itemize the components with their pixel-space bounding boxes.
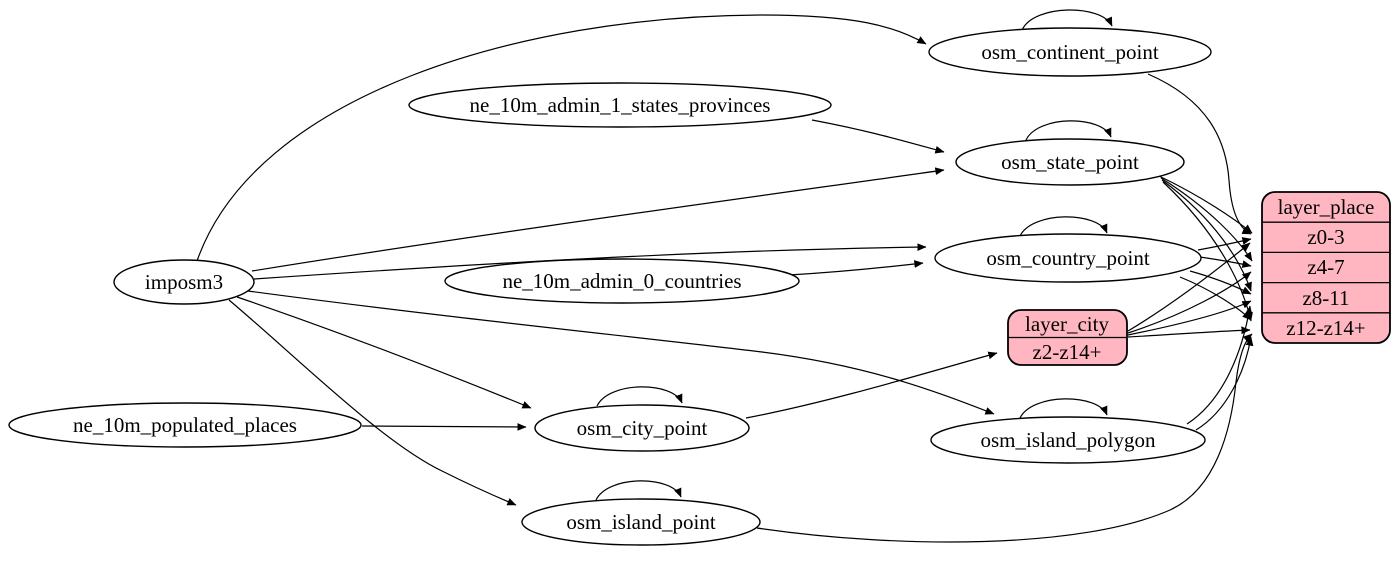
layer-place-box (1261, 191, 1391, 344)
edge-imposm3-osm_state_point (251, 167, 945, 272)
edge-self-osm_continent_point (1021, 9, 1113, 31)
layer-place-row-z0-3: z0-3 (1307, 225, 1344, 249)
node-ne-10m-admin-0-countries: ne_10m_admin_0_countries (444, 258, 800, 304)
edge-self-osm_country_point (1019, 216, 1108, 237)
node-osm-state-point: osm_state_point (955, 138, 1185, 186)
edge-osm_island_polygon-layer_place-z12-z14 (1195, 336, 1254, 431)
layer-city-title: layer_city (1025, 312, 1109, 336)
ne-admin0-ellipse (444, 258, 800, 304)
node-osm-country-point: osm_country_point (934, 233, 1202, 283)
node-imposm3: imposm3 (113, 259, 255, 305)
edge-osm_state_point-layer_place-z4-7 (1160, 177, 1253, 262)
layer-city-row-z2-z14: z2-z14+ (1033, 340, 1102, 364)
edge-ne_10m_admin_1_states_provinces-osm_state_point (811, 119, 945, 154)
edge-osm_country_point-layer_place-z8-11 (1189, 270, 1252, 295)
node-osm-island-point: osm_island_point (521, 498, 761, 546)
ne-places-label: ne_10m_populated_places (73, 413, 297, 437)
ne-places-ellipse (8, 402, 362, 448)
layer-place-title: layer_place (1278, 195, 1375, 219)
edge-osm_state_point-layer_place-z8-11 (1161, 179, 1252, 292)
record-layer-place: layer_place z0-3 z4-7 z8-11 z12-z14+ (1261, 191, 1391, 344)
osm-island-polygon-label: osm_island_polygon (980, 428, 1156, 452)
layer-place-row-z12-z14: z12-z14+ (1286, 316, 1365, 340)
edge-osm_state_point-layer_place-z0-3 (1158, 175, 1253, 234)
layer-place-row-z4-7: z4-7 (1307, 255, 1344, 279)
edge-group (196, 9, 1254, 543)
edge-layer_city-layer_place-z4-7 (1127, 271, 1252, 334)
edge-imposm3-osm_island_polygon (247, 290, 995, 415)
osm-island-polygon-ellipse (930, 416, 1206, 464)
edge-osm_country_point-layer_place-z0-3 (1197, 237, 1252, 251)
edge-self-osm_city_point (596, 386, 683, 407)
edge-imposm3-osm_continent_point (196, 14, 927, 262)
edge-osm_island_point-layer_place-z12-z14 (756, 333, 1253, 543)
imposm3-ellipse (113, 259, 255, 305)
edge-imposm3-osm_country_point (253, 243, 927, 280)
edge-layer_city-layer_place-z0-3 (1127, 242, 1251, 332)
osm-continent-point-label: osm_continent_point (981, 40, 1158, 64)
edge-ne_10m_populated_places-osm_city_point (361, 423, 527, 431)
node-ne-10m-admin-1-states-provinces: ne_10m_admin_1_states_provinces (408, 82, 832, 128)
node-osm-continent-point: osm_continent_point (928, 27, 1212, 77)
edge-self-osm_island_point (595, 480, 682, 501)
ne-admin1-ellipse (408, 82, 832, 128)
osm-country-point-label: osm_country_point (986, 246, 1149, 270)
node-osm-city-point: osm_city_point (534, 404, 750, 452)
edge-osm_city_point-layer_city-z2-z14 (745, 351, 998, 419)
node-osm-island-polygon: osm_island_polygon (930, 416, 1206, 464)
edge-osm_continent_point-layer_place-z0-3 (1147, 73, 1252, 235)
edge-layer_city-layer_place-z12-z14 (1127, 326, 1251, 338)
record-layer-city: layer_city z2-z14+ (1007, 309, 1128, 366)
edge-layer_city-layer_place-z8-11 (1127, 300, 1252, 336)
layer-place-row-z8-11: z8-11 (1302, 286, 1349, 310)
edge-self-osm_state_point (1025, 120, 1112, 141)
edge-self-osm_island_polygon (1019, 398, 1108, 419)
ne-admin1-label: ne_10m_admin_1_states_provinces (470, 93, 771, 117)
imposm3-label: imposm3 (145, 270, 223, 294)
edge-ne_10m_admin_0_countries-osm_country_point (788, 260, 924, 276)
edge-osm_island_polygon-layer_place-z8-11 (1186, 305, 1253, 425)
edge-imposm3-osm_island_point (228, 299, 517, 506)
osm-city-point-label: osm_city_point (577, 416, 708, 440)
osm-country-point-ellipse (934, 233, 1202, 283)
osm-island-point-ellipse (521, 498, 761, 546)
osm-continent-point-ellipse (928, 27, 1212, 77)
edge-osm_country_point-layer_place-z12-z14 (1179, 276, 1252, 321)
ne-admin0-label: ne_10m_admin_0_countries (502, 269, 741, 293)
edge-imposm3-osm_city_point (236, 296, 532, 409)
osm-island-point-label: osm_island_point (566, 510, 716, 534)
osm-state-point-ellipse (955, 138, 1185, 186)
osm-city-point-ellipse (534, 404, 750, 452)
edge-osm_country_point-layer_place-z4-7 (1199, 256, 1252, 268)
osm-state-point-label: osm_state_point (1001, 150, 1139, 174)
node-ne-10m-populated-places: ne_10m_populated_places (8, 402, 362, 448)
